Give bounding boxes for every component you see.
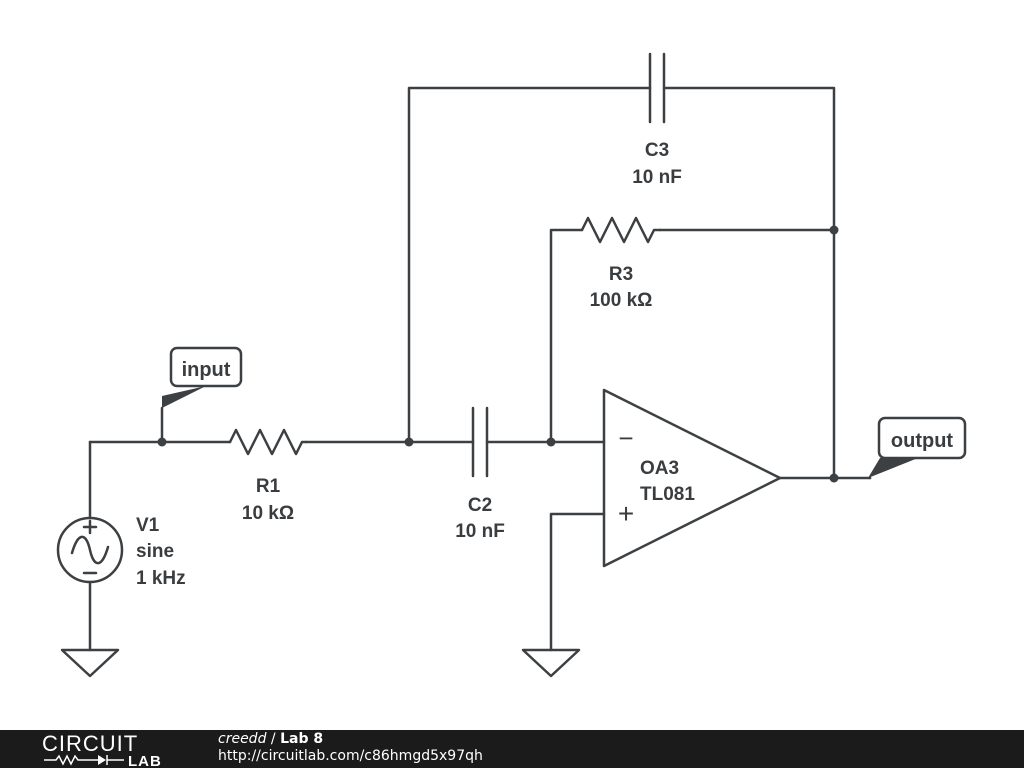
- wire-r3-left: [549, 228, 584, 444]
- opamp-minus-sign: −: [618, 423, 633, 453]
- input-net-label: input: [182, 359, 231, 381]
- junction-dot: [829, 473, 839, 483]
- capacitor-c2-symbol: [471, 406, 489, 478]
- output-net-flag: output: [868, 416, 967, 480]
- junction-dot: [546, 437, 556, 447]
- footer-bar: CIRCUIT LAB creedd / Lab 8 http://circui…: [0, 730, 1024, 768]
- input-net-flag: input: [162, 346, 243, 408]
- c3-name-label: C3: [645, 140, 669, 161]
- wire-opamp-plus-ground: [549, 512, 606, 652]
- junctions: [157, 225, 839, 483]
- wires: [88, 86, 872, 652]
- r1-name-label: R1: [256, 476, 281, 497]
- resistor-r3-symbol: [580, 216, 662, 244]
- wire-c3-right: [662, 86, 836, 480]
- circuitlab-logo[interactable]: CIRCUIT LAB: [42, 732, 182, 766]
- oa3-part-label: TL081: [640, 484, 695, 505]
- wire-c3-left: [407, 86, 652, 444]
- c2-name-label: C2: [468, 495, 492, 516]
- capacitor-c3-symbol: [648, 52, 666, 124]
- ground-symbol-opamp: [521, 648, 581, 678]
- c2-value-label: 10 nF: [455, 521, 505, 542]
- junction-dot: [404, 437, 414, 447]
- v1-sine-source: [56, 516, 124, 584]
- oa3-name-label: OA3: [640, 458, 679, 479]
- v1-type-label: sine: [136, 541, 174, 562]
- resistor-r1-symbol: [228, 428, 308, 456]
- ground-symbol-v1: [60, 648, 120, 678]
- v1-name-label: V1: [136, 515, 160, 536]
- circuit-schematic: − + input output V1 sine 1 kHz R1 10 kΩ …: [56, 52, 967, 678]
- junction-dot: [829, 225, 839, 235]
- svg-text:CIRCUIT: CIRCUIT: [42, 732, 138, 756]
- opamp-plus-sign: +: [618, 498, 634, 529]
- junction-dot: [157, 437, 167, 447]
- v1-freq-label: 1 kHz: [136, 568, 186, 589]
- diagram-title[interactable]: Lab 8: [280, 731, 324, 747]
- r3-value-label: 100 kΩ: [590, 290, 653, 311]
- c3-value-label: 10 nF: [632, 167, 682, 188]
- author-link[interactable]: creedd: [218, 731, 267, 747]
- diagram-credit: creedd / Lab 8 http://circuitlab.com/c86…: [218, 731, 483, 765]
- r1-value-label: 10 kΩ: [242, 503, 294, 524]
- diagram-url-link[interactable]: http://circuitlab.com/c86hmgd5x97qh: [218, 748, 483, 764]
- opamp-oa3-symbol: [602, 388, 782, 568]
- credit-separator: /: [266, 731, 281, 747]
- r3-name-label: R3: [609, 264, 633, 285]
- svg-text:LAB: LAB: [128, 753, 162, 766]
- output-net-label: output: [891, 430, 954, 452]
